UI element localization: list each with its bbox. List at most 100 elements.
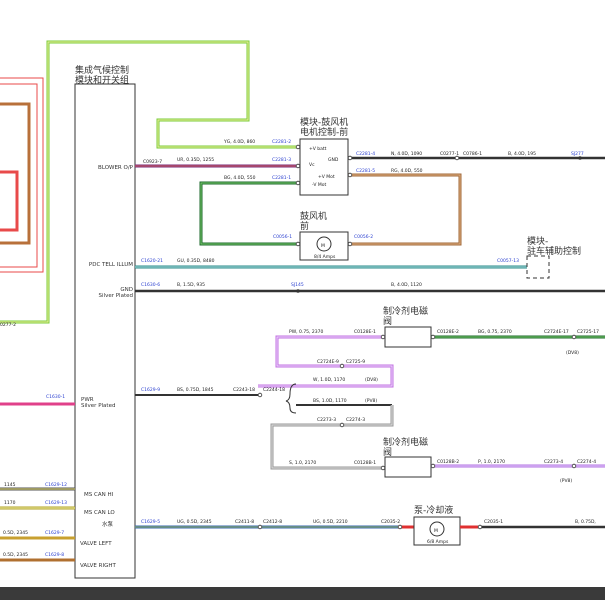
connector-c1629-9: C1629-9 xyxy=(141,387,160,393)
wire-label-rg: RG, 4.0D, 550 xyxy=(391,168,423,174)
wire-label-b-right: B, 0.75D, xyxy=(575,519,596,525)
splice-sj277 xyxy=(578,156,582,160)
connector-c2273-4: C2273-4 xyxy=(544,459,563,465)
connector-c2274-3: C2274-3 xyxy=(346,417,365,423)
connector-c1630-1: C1630-1 xyxy=(46,394,65,400)
refrigerant-valve-2[interactable] xyxy=(384,456,432,478)
wire-bg[interactable] xyxy=(199,181,300,246)
valve1-title-line2: 阀 xyxy=(383,316,392,327)
connector-c0277-1: C0277-1 xyxy=(440,151,459,157)
wire-label-dv8-bg: (DV8) xyxy=(566,350,579,356)
connector-c2274-4: C2274-4 xyxy=(577,459,596,465)
wire-pw[interactable] xyxy=(258,335,394,388)
connector-c0923-7: C0923-7 xyxy=(143,159,162,165)
wire-yg[interactable] xyxy=(0,40,312,324)
connector-c0786-1: C0786-1 xyxy=(463,151,482,157)
connector-c2281-5: C2281-5 xyxy=(356,168,375,174)
connector-c2725-17: C2725-17 xyxy=(577,329,599,335)
connector-c2035-2: C2035-2 xyxy=(381,519,400,525)
pin-gnd-sub: Silver Plated xyxy=(99,293,133,299)
wire-label-b935: B, 1.5D, 935 xyxy=(177,282,205,288)
wire-label-yg: YG, 4.0D, 860 xyxy=(223,139,255,145)
blower-motor-title-line1: 鼓风机 xyxy=(300,210,327,222)
pump-rating: 6/8 Amps xyxy=(427,539,449,545)
connector-points xyxy=(257,144,577,530)
connector-c0056-2: C0056-2 xyxy=(354,234,373,240)
pin-pump: 水泵 xyxy=(102,520,114,528)
connector-c2244-18: C2244-18 xyxy=(263,387,285,393)
blower-pin-vc: Vc xyxy=(309,162,315,168)
pin-pdc-tell-illum: PDC TELL ILLUM xyxy=(89,262,133,268)
connector-c0056-1: C0056-1 xyxy=(273,234,292,240)
connector-c2724e-17: C2724E-17 xyxy=(544,329,569,335)
connector-c2281-3: C2281-3 xyxy=(272,157,291,163)
connector-c1629-13: C1629-13 xyxy=(45,500,67,506)
wire-s[interactable] xyxy=(270,405,394,470)
pump-motor-icon xyxy=(429,521,445,537)
connector-c0128e-1: C0128E-1 xyxy=(354,329,376,335)
wire-label-w: W, 1.0D, 1170 xyxy=(313,377,345,383)
blower-motor-title-line2: 前 xyxy=(300,220,309,232)
valve2-title-line2: 阀 xyxy=(383,447,392,458)
wire-label-ur: UR, 0.35D, 1255 xyxy=(177,157,214,163)
blower-motor-rating: 8/4 Amps xyxy=(314,254,336,260)
splice-sj145 xyxy=(296,289,300,293)
wire-rg[interactable] xyxy=(348,173,462,246)
connector-c1630-6: C1630-6 xyxy=(141,282,160,288)
blower-module-title-line1: 模块-鼓风机 xyxy=(300,116,348,128)
valve1-title-line1: 制冷剂电磁 xyxy=(383,305,428,317)
pump-m-glyph: M xyxy=(434,528,438,534)
blower-control-module[interactable] xyxy=(299,138,349,196)
wire-label-bs1845: BS, 0.75D, 1845 xyxy=(177,387,214,393)
wire-label-n: N, 4.0D, 1090 xyxy=(391,151,422,157)
wire-label-1170: 1170 xyxy=(4,500,16,506)
parking-module-title-line2: 驻车辅助控制 xyxy=(527,245,581,257)
motor-icon xyxy=(316,236,332,252)
connector-c2724e-9: C2724E-9 xyxy=(317,359,339,365)
pin-ms-can-hi: MS CAN HI xyxy=(84,492,114,498)
pin-ms-can-lo: MS CAN LO xyxy=(84,510,115,516)
connector-c1629-7: C1629-7 xyxy=(45,530,64,536)
refrigerant-valve-1[interactable] xyxy=(384,326,432,348)
connector-c0057-13: C0057-13 xyxy=(497,258,519,264)
connector-c0128b-1: C0128B-1 xyxy=(354,460,376,466)
climate-control-module[interactable] xyxy=(74,83,136,579)
connector-c1629-5: C1629-5 xyxy=(141,519,160,525)
wire-label-gu: GU, 0.35D, 8480 xyxy=(177,258,215,264)
module-title-line2: 模块和开关组 xyxy=(75,74,129,86)
connector-c2725-9: C2725-9 xyxy=(346,359,365,365)
parking-module-title-line1: 模块- xyxy=(527,235,548,247)
pin-pwr-sub: Silver Plated xyxy=(81,403,115,409)
option-brace xyxy=(285,383,297,414)
wire-label-pv8-p: (PV8) xyxy=(560,478,572,484)
parking-aid-module[interactable] xyxy=(526,255,550,279)
pump-title: 泵-冷却液 xyxy=(414,504,453,516)
blower-pin-vbatt: +V batt xyxy=(309,146,327,152)
blower-pin-gnd: GND xyxy=(328,157,339,163)
connector-c2281-2: C2281-2 xyxy=(272,139,291,145)
connector-c2243-18: C2243-18 xyxy=(233,387,255,393)
motor-m-glyph: M xyxy=(321,243,325,249)
wire-label-dv8-w: (DV8) xyxy=(365,377,378,383)
wire-label-b1120: B, 4.0D, 1120 xyxy=(391,282,422,288)
connector-sj145: SJ145 xyxy=(291,282,304,288)
wire-label-p: P, 1.0, 2170 xyxy=(478,459,505,465)
wire-label-pw: PW, 0.75, 2370 xyxy=(289,329,323,335)
bottom-frame xyxy=(0,587,605,600)
pin-gnd: GND xyxy=(120,287,133,293)
left-partial-harnesses xyxy=(0,77,44,273)
connector-c2411-8: C2411-8 xyxy=(235,519,254,525)
connector-c2035-1: C2035-1 xyxy=(484,519,503,525)
wire-label-b195: B, 4.0D, 195 xyxy=(508,151,536,157)
connector-c2281-1: C2281-1 xyxy=(272,175,291,181)
pin-valve-left: VALVE LEFT xyxy=(80,541,112,547)
blower-pin-vmot-plus: +V Mot xyxy=(318,174,335,180)
pin-valve-right: VALVE RIGHT xyxy=(80,563,116,569)
pin-blower-op: BLOWER O/P xyxy=(98,165,134,171)
connector-c2412-8: C2412-8 xyxy=(263,519,282,525)
wire-label-ug2210: UG, 0.5D, 2210 xyxy=(313,519,348,525)
connector-c2281-4: C2281-4 xyxy=(356,151,375,157)
wire-label-s: S, 1.0, 2170 xyxy=(289,460,316,466)
connector-c1629-12: C1629-12 xyxy=(45,482,67,488)
